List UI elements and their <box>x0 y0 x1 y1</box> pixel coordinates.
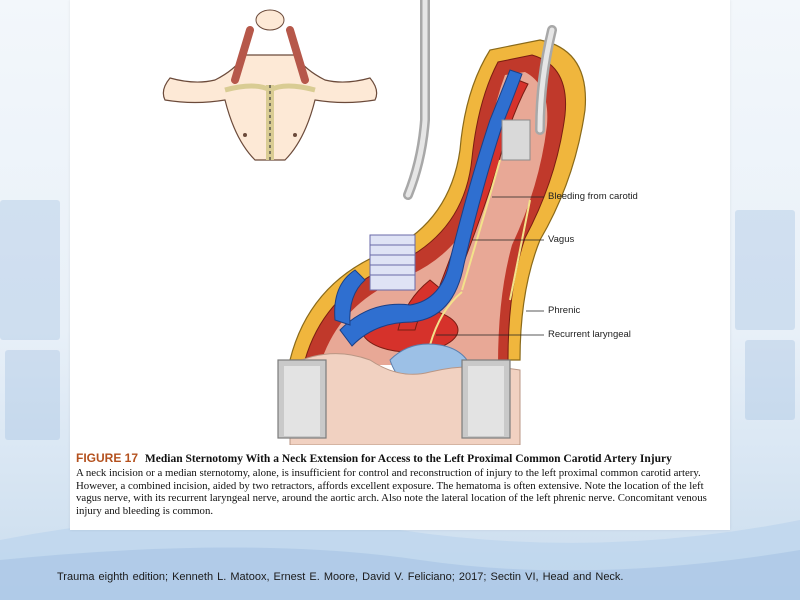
callout-leader-lines <box>436 196 544 336</box>
callout-vagus: Vagus <box>548 234 575 245</box>
retractors <box>277 0 557 439</box>
source-citation: Trauma eighth edition; Kenneth L. Matoox… <box>57 571 624 583</box>
surgical-illustration <box>162 0 587 445</box>
inset-torso-diagram <box>162 9 378 161</box>
callout-recurrent-laryngeal: Recurrent laryngeal <box>548 329 631 340</box>
figure-title: Median Sternotomy With a Neck Extension … <box>144 453 672 465</box>
callout-bleeding-from-carotid: Bleeding from carotid <box>548 191 638 202</box>
figure-number: FIGURE 17 <box>76 451 139 465</box>
figure-title-line: FIGURE 17 Median Sternotomy With a Neck … <box>76 451 726 465</box>
callout-phrenic: Phrenic <box>548 305 581 316</box>
figure-card: Bleeding from carotid Vagus Phrenic Recu… <box>70 0 730 530</box>
figure-caption: FIGURE 17 Median Sternotomy With a Neck … <box>76 451 726 517</box>
figure-caption-text: A neck incision or a median sternotomy, … <box>76 467 707 517</box>
